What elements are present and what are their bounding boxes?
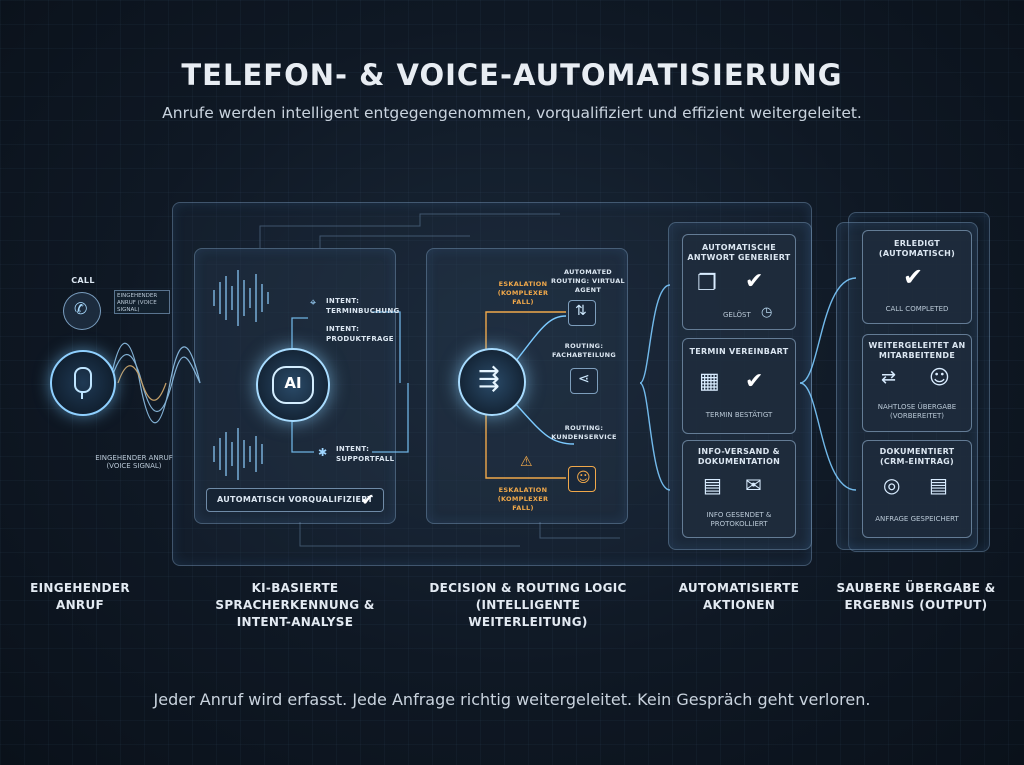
stage-label-ai: KI-BASIERTE SPRACHERKENNUNG & INTENT-ANA…	[215, 581, 375, 629]
voice-signal-label: EINGEHENDER ANRUF (VOICE SIGNAL)	[95, 454, 173, 470]
checkmark-icon: ✔	[745, 269, 764, 294]
action-card-termin[interactable]: TERMIN VEREINBART ▦ ✔ TERMIN BESTÄTIGT	[682, 338, 796, 434]
ai-node[interactable]: AI	[256, 348, 330, 422]
stage-label-input: EINGEHENDER ANRUF	[30, 581, 130, 612]
fachabteilung-label: ROUTING: FACHABTEILUNG	[551, 342, 617, 359]
prequalified-badge: AUTOMATISCH VORQUALIFIZIERT ✔	[206, 488, 384, 512]
stage-label-output: SAUBERE ÜBERGABE & ERGEBNIS (OUTPUT)	[836, 581, 996, 612]
page-title: TELEFON- & VOICE-AUTOMATISIERUNG	[181, 58, 843, 92]
input-waveform	[109, 342, 201, 424]
warning-icon: ⚠	[520, 454, 533, 470]
action-card-antwort[interactable]: AUTOMATISCHE ANTWORT GENERIERT ❐ ✔ GELÖS…	[682, 234, 796, 330]
share-icon: ⋖	[578, 371, 590, 387]
routing-connectors	[485, 311, 575, 479]
stage-label-actions: AUTOMATISIERTE AKTIONEN	[678, 581, 800, 612]
kundenservice-label: ROUTING: KUNDENSERVICE	[551, 424, 617, 441]
output-card-erledigt[interactable]: ERLEDIGT (AUTOMATISCH) ✔ CALL COMPLETED	[862, 230, 972, 324]
document-icon: ▤	[703, 473, 722, 497]
call-label: CALL	[71, 276, 95, 285]
settings-icon: ✱	[318, 446, 328, 459]
routing-fachabteilung-box[interactable]: ⋖	[570, 368, 598, 394]
database-icon: ◎	[883, 473, 901, 497]
checkmark-icon: ✔	[903, 263, 924, 291]
call-tag: EINGEHENDER ANRUF (VOICE SIGNAL)	[114, 290, 170, 314]
microphone-stand	[81, 392, 83, 399]
headset-agent-icon: ☺	[929, 365, 950, 389]
automated-routing-label: AUTOMATED ROUTING: VIRTUAL AGENT	[551, 268, 625, 294]
microphone-icon	[74, 367, 92, 393]
chat-bubbles-icon: ❐	[697, 271, 717, 296]
clock-icon: ◷	[761, 305, 773, 320]
page-subtitle: Anrufe werden intelligent entgegengenomm…	[162, 104, 862, 122]
circuit-traces	[259, 213, 620, 547]
phone-button[interactable]: ✆	[63, 292, 101, 330]
routing-hub-node[interactable]: ⇶	[458, 348, 526, 416]
location-pin-icon: ⌖	[310, 296, 317, 309]
output-card-dokumentiert[interactable]: DOKUMENTIERT (CRM-EINTRAG) ◎ ▤ ANFRAGE G…	[862, 440, 972, 538]
intent-connectors	[291, 311, 409, 453]
action-card-info[interactable]: INFO-VERSAND & DOKUMENTATION ▤ ✉ INFO GE…	[682, 440, 796, 538]
voice-spectrum-bottom	[213, 428, 263, 480]
checkmark-icon: ✔	[361, 490, 375, 509]
routing-hub-icon: ⇶	[478, 364, 500, 394]
intent-terminbuchung: INTENT: TERMINBUCHUNG	[326, 297, 400, 315]
intent-supportfall: INTENT: SUPPORTFALL	[336, 445, 395, 463]
footer-tagline: Jeder Anruf wird erfasst. Jede Anfrage r…	[153, 690, 871, 709]
checkmark-icon: ✔	[745, 369, 764, 394]
stage-label-routing: DECISION & ROUTING LOGIC (INTELLIGENTE W…	[429, 581, 627, 629]
transfer-arrows-icon: ⇄	[881, 367, 897, 388]
output-connectors	[799, 277, 857, 491]
microphone-node[interactable]	[50, 350, 116, 416]
headset-agent-icon: ☺	[576, 470, 591, 486]
ai-label: AI	[284, 374, 302, 392]
phone-icon: ✆	[74, 299, 88, 318]
action-connectors	[639, 284, 671, 491]
routing-virtual-agent-box[interactable]: ⇅	[568, 300, 596, 326]
ai-brain-icon	[272, 366, 314, 404]
intent-produktfrage: INTENT: PRODUKTFRAGE	[326, 325, 394, 343]
calendar-icon: ▦	[699, 369, 720, 394]
escalation-bottom-label: ESKALATION (KOMPLEXER FALL)	[497, 486, 549, 512]
output-card-weitergeleitet[interactable]: WEITERGELEITET AN MITARBEITENDE ⇄ ☺ NAHT…	[862, 334, 972, 432]
mail-icon: ✉	[745, 473, 762, 497]
escalation-top-label: ESKALATION (KOMPLEXER FALL)	[497, 280, 549, 306]
document-icon: ▤	[929, 473, 948, 497]
voice-spectrum-top	[213, 270, 269, 326]
split-arrows-icon: ⇅	[575, 303, 587, 319]
escalation-agent-box[interactable]: ☺	[568, 466, 596, 492]
